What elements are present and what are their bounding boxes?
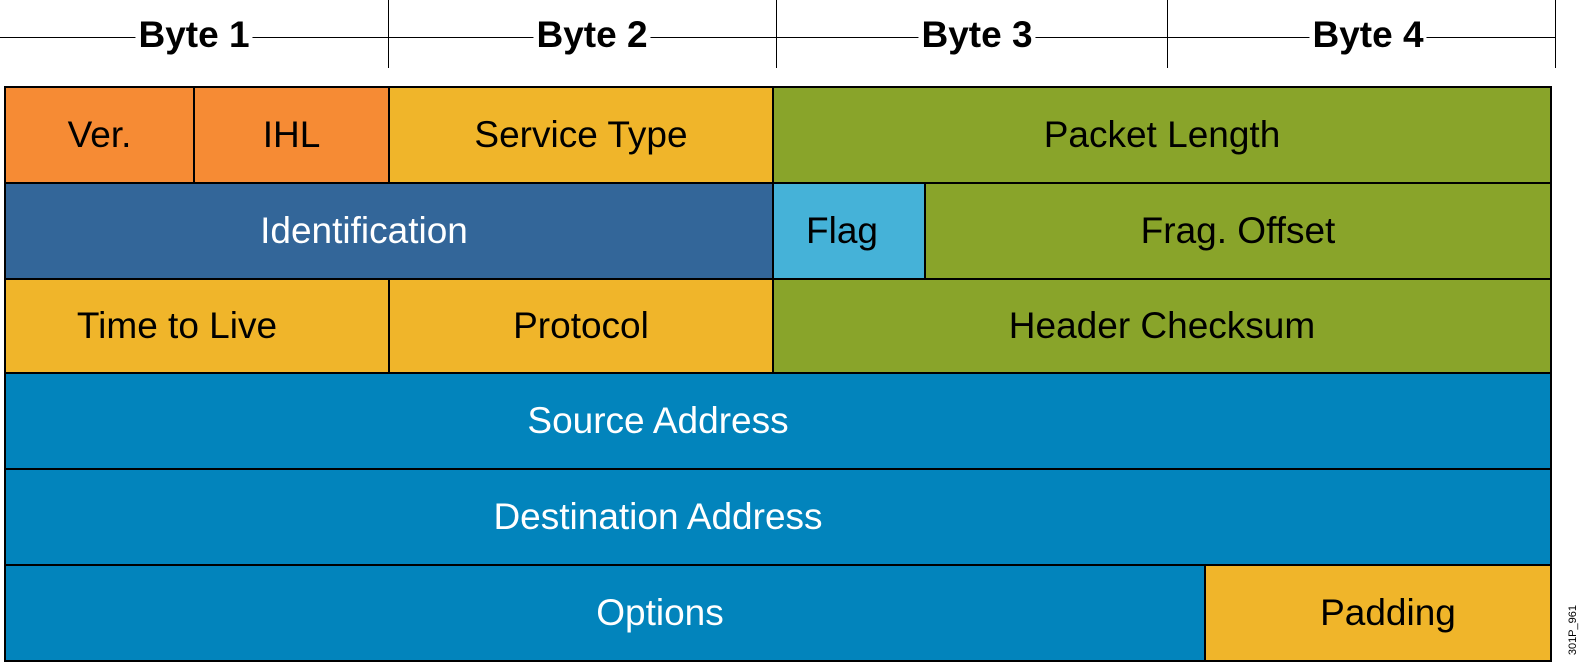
byte-label-1: Byte 1 (135, 13, 253, 57)
byte-label-2: Byte 2 (533, 13, 651, 57)
field-label: Padding (1320, 592, 1456, 633)
byte-label-4: Byte 4 (1309, 13, 1427, 57)
ip-header-diagram: Ver. IHL Service Type Packet Length Iden… (4, 86, 1552, 662)
field-label: IHL (262, 114, 321, 155)
field-ihl: IHL (193, 86, 390, 184)
figure-id: 301P_961 (1567, 604, 1579, 655)
field-service-type: Service Type (388, 86, 774, 184)
byte-divider (1167, 0, 1168, 68)
field-label: Frag. Offset (1140, 210, 1336, 251)
byte-divider (776, 0, 777, 68)
field-label: Packet Length (1043, 114, 1281, 155)
field-version: Ver. (4, 86, 195, 184)
field-padding: Padding (1204, 564, 1552, 662)
byte-divider (1555, 0, 1556, 68)
field-time-to-live: Time to Live (4, 278, 390, 374)
field-options: Options (4, 564, 1206, 662)
field-header-checksum: Header Checksum (772, 278, 1552, 374)
field-flag: Flag (772, 182, 926, 280)
field-label: Destination Address (493, 496, 823, 537)
field-identification: Identification (4, 182, 774, 280)
field-frag-offset: Frag. Offset (924, 182, 1552, 280)
field-protocol: Protocol (388, 278, 774, 374)
field-source-address: Source Address (4, 372, 1552, 470)
field-label: Ver. (67, 114, 132, 155)
field-label: Identification (260, 210, 468, 251)
field-label: Protocol (513, 305, 649, 346)
field-label: Service Type (474, 114, 688, 155)
byte-axis-line (0, 37, 1556, 38)
field-destination-address: Destination Address (4, 468, 1552, 566)
byte-header: Byte 1 Byte 2 Byte 3 Byte 4 (0, 0, 1584, 70)
field-label: Header Checksum (1008, 305, 1316, 346)
byte-divider (388, 0, 389, 68)
field-label: Flag (806, 210, 878, 251)
field-label: Time to Live (76, 305, 278, 346)
byte-label-3: Byte 3 (918, 13, 1036, 57)
field-label: Source Address (527, 400, 789, 441)
field-packet-length: Packet Length (772, 86, 1552, 184)
field-label: Options (596, 592, 724, 633)
